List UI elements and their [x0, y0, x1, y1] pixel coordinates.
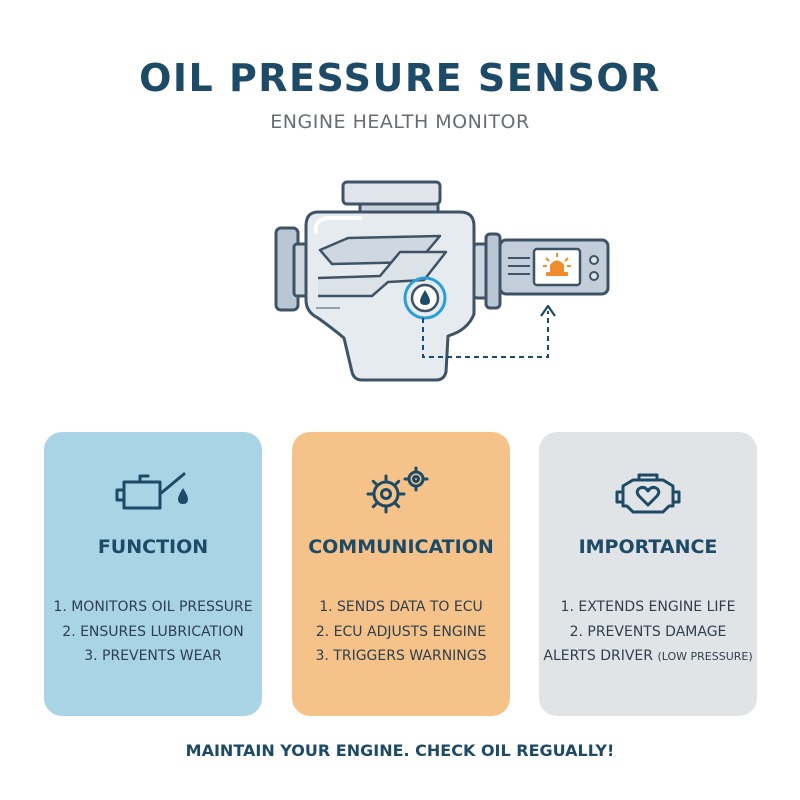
list-item: 2. PREVENTS DAMAGE — [569, 623, 727, 640]
page-title: OIL PRESSURE SENSOR — [139, 56, 661, 100]
engine-rib-lower — [317, 250, 448, 298]
function-card-list: 1. MONITORS OIL PRESSURE 2. ENSURES LUBR… — [44, 595, 262, 669]
importance-card-list: 1. EXTENDS ENGINE LIFE 2. PREVENTS DAMAG… — [539, 595, 757, 670]
oil-can-icon — [115, 472, 188, 510]
engine-right-flange — [472, 232, 502, 310]
list-item: 2. ENSURES LUBRICATION — [62, 623, 244, 640]
list-item: ALERTS DRIVER (LOW PRESSURE) — [539, 644, 757, 670]
function-card-title: FUNCTION — [97, 536, 209, 558]
engine-sensor-illustration — [274, 180, 610, 382]
list-item: 1. SENDS DATA TO ECU — [319, 599, 483, 615]
dashboard-knob-top — [589, 255, 599, 265]
list-item: 1. EXTENDS ENGINE LIFE — [560, 599, 736, 615]
communication-card: COMMUNICATION 1. SENDS DATA TO ECU 2. EC… — [292, 432, 510, 716]
dashboard-unit — [498, 238, 610, 296]
dashboard-knob-bottom — [589, 271, 599, 281]
signal-path-arrow — [422, 311, 549, 358]
importance-card-title: IMPORTANCE — [578, 536, 718, 558]
warning-light-icon — [543, 253, 571, 276]
engine-heart-icon — [615, 473, 681, 514]
engine-left-flange — [274, 226, 310, 312]
footer-message: MAINTAIN YOUR ENGINE. CHECK OIL REGUALLY… — [185, 741, 615, 760]
list-item-text: ALERTS DRIVER — [543, 648, 653, 664]
list-item: 3. PREVENTS WEAR — [84, 648, 222, 664]
communication-card-list: 1. SENDS DATA TO ECU 2. ECU ADJUSTS ENGI… — [292, 595, 510, 669]
communication-card-title: COMMUNICATION — [308, 536, 494, 558]
page-subtitle: ENGINE HEALTH MONITOR — [270, 111, 530, 133]
list-item: 1. MONITORS OIL PRESSURE — [53, 599, 253, 615]
function-card: FUNCTION 1. MONITORS OIL PRESSURE 2. ENS… — [44, 432, 262, 716]
gears-icon — [366, 466, 429, 514]
engine-top-cap — [341, 180, 442, 218]
oil-drop-icon — [420, 290, 430, 305]
importance-card: IMPORTANCE 1. EXTENDS ENGINE LIFE 2. PRE… — [539, 432, 757, 716]
list-item-note: (LOW PRESSURE) — [657, 650, 753, 663]
list-item: 3. TRIGGERS WARNINGS — [315, 648, 487, 664]
list-item: 2. ECU ADJUSTS ENGINE — [315, 623, 487, 640]
oil-pressure-sensor — [403, 276, 447, 320]
